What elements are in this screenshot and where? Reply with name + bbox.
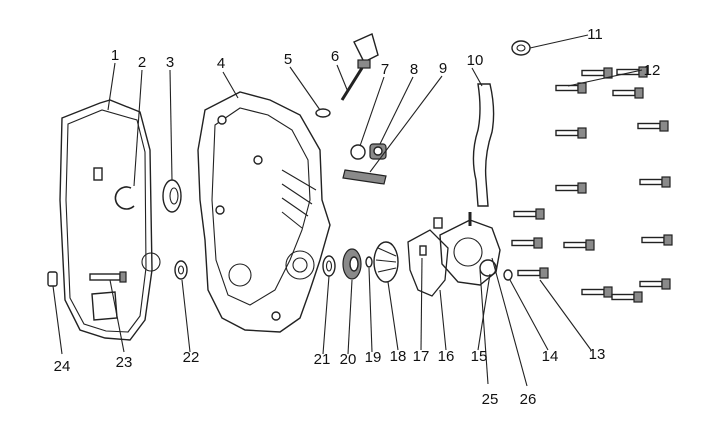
bolt-group [511,66,673,303]
label-plate-part [342,169,387,185]
callout-25: 25 [482,391,499,408]
dowel-pin-part [47,271,58,287]
bolt-part [641,234,673,246]
small-washer-part [365,256,373,268]
pump-oil-seal-part [322,255,336,277]
pump-gasket-part [407,229,449,297]
water-pump-cover-part [439,212,501,286]
bolt-part [513,208,545,220]
impeller-part [373,241,399,283]
callout-12: 12 [644,62,661,79]
bolt-part [555,82,587,94]
bolt-part [555,182,587,194]
callout-14: 14 [542,348,559,365]
callout-13: 13 [589,346,606,363]
callout-7: 7 [381,61,389,78]
bolt-part [511,237,543,249]
callout-9: 9 [439,60,447,77]
callout-22: 22 [183,349,200,366]
o-ring-part [350,144,366,160]
clutch-cover-part [197,91,331,333]
drain-plug-part [369,143,387,160]
callout-6: 6 [331,48,339,65]
bolt-part [563,239,595,251]
callout-21: 21 [314,351,331,368]
callout-1: 1 [111,47,119,64]
callout-3: 3 [166,54,174,71]
callout-19: 19 [365,349,382,366]
callout-labels: 1 2 3 4 5 6 7 8 9 10 11 12 13 14 15 16 1… [54,26,661,408]
bolt-part [581,67,613,79]
gasket-part [59,99,161,341]
callout-23: 23 [116,354,133,371]
callout-2: 2 [138,54,146,71]
callout-16: 16 [438,348,455,365]
mechanical-seal-part [342,248,362,280]
callout-5: 5 [284,51,292,68]
callout-11: 11 [587,26,603,43]
bolt-part [639,278,671,290]
callout-24: 24 [54,358,71,375]
oil-seal-part [174,260,188,280]
pump-pin-part [433,217,443,229]
callout-4: 4 [217,55,225,72]
bolt-part [612,87,644,99]
callout-10: 10 [467,52,484,69]
callout-17: 17 [413,348,430,365]
bolt-part [637,120,669,132]
bolt-part [611,291,643,303]
bolt-part [639,176,671,188]
water-hose-part [472,83,495,207]
callout-18: 18 [390,348,407,365]
circlip-part [114,186,135,210]
leader-lines [52,34,643,387]
dipstick-part [340,33,379,101]
bearing-part [162,179,182,213]
washer-part [315,108,331,118]
callout-8: 8 [410,61,418,78]
bolt-part [616,66,648,78]
bolt-part [517,267,549,279]
bolt-part [581,286,613,298]
bolt-part [555,127,587,139]
hose-clamp-part [511,40,531,56]
stud-bolt-part [89,271,127,283]
pump-dowel-part [419,245,427,256]
callout-20: 20 [340,351,357,368]
callout-15: 15 [471,348,488,365]
callout-26: 26 [520,391,537,408]
seal-washer-part [503,269,513,281]
